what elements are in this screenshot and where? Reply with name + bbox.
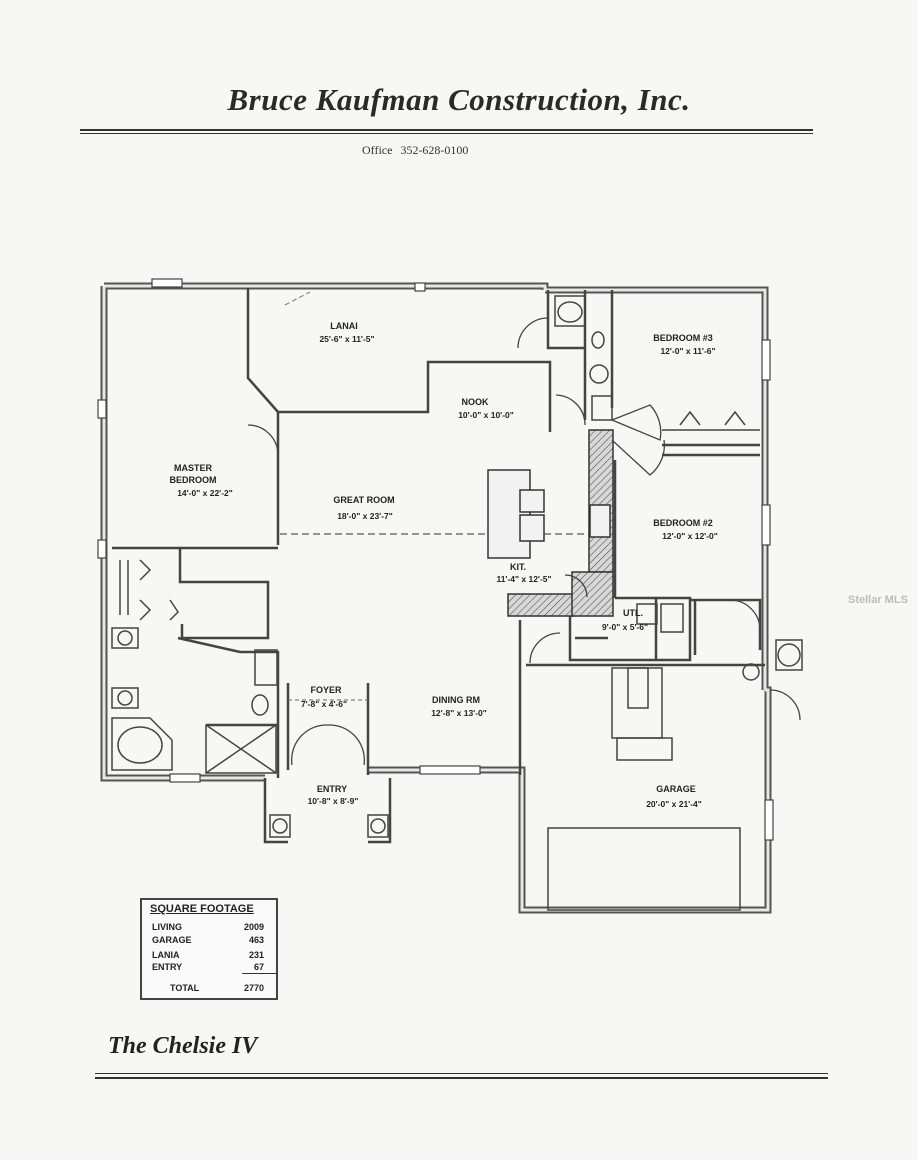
sqft-sum-line xyxy=(242,973,278,974)
dims-garage: 20'-0" x 21'-4" xyxy=(646,799,702,809)
label-bedroom3: BEDROOM #3 xyxy=(653,333,713,343)
sqft-row-total: TOTAL 2770 xyxy=(170,983,264,993)
sqft-row-lania: LANIA 231 xyxy=(152,950,264,960)
header-rule xyxy=(80,129,813,131)
label-nook: NOOK xyxy=(462,397,490,407)
label-entry: ENTRY xyxy=(317,784,347,794)
sqft-value: 463 xyxy=(248,935,264,945)
door-swings xyxy=(247,317,801,766)
dims-bedroom2: 12'-0" x 12'-0" xyxy=(662,531,718,541)
sqft-value: 67 xyxy=(253,962,264,972)
sqft-row-living: LIVING 2009 xyxy=(152,922,264,932)
sqft-total-value: 2770 xyxy=(243,983,264,993)
kitchen-counters xyxy=(507,429,614,617)
kitchen-island xyxy=(487,469,611,559)
company-name: Bruce Kaufman Construction, Inc. xyxy=(227,82,691,117)
dims-kit: 11'-4" x 12'-5" xyxy=(496,574,551,584)
label-kit: KIT. xyxy=(510,562,526,572)
lanai-dash xyxy=(284,291,311,306)
square-footage-table: SQUARE FOOTAGE LIVING 2009 GARAGE 463 LA… xyxy=(140,898,278,1000)
windows xyxy=(97,278,774,841)
square-footage-title: SQUARE FOOTAGE xyxy=(150,903,254,915)
dims-lanai: 25'-6" x 11'-5" xyxy=(319,334,374,344)
label-master-1: MASTER xyxy=(174,463,213,473)
label-bedroom2: BEDROOM #2 xyxy=(653,518,713,528)
footer-rule-thick xyxy=(95,1077,828,1079)
model-name: The Chelsie IV xyxy=(108,1033,258,1059)
sqft-label: ENTRY xyxy=(152,962,183,972)
dims-bedroom3: 12'-0" x 11'-6" xyxy=(660,346,715,356)
dims-nook: 10'-0" x 10'-0" xyxy=(458,410,514,420)
label-dining: DINING RM xyxy=(432,695,480,705)
office-phone: Office 352-628-0100 xyxy=(362,143,468,158)
dims-dining: 12'-8" x 13'-0" xyxy=(431,708,487,718)
sqft-row-entry: ENTRY 67 xyxy=(152,962,264,972)
sqft-total-label: TOTAL xyxy=(170,983,200,993)
room-labels: LANAI 25'-6" x 11'-5" NOOK 10'-0" x 10'-… xyxy=(170,321,718,809)
label-garage: GARAGE xyxy=(656,784,696,794)
sqft-label: LIVING xyxy=(152,922,183,932)
office-label: Office xyxy=(362,143,393,157)
label-utl: UTL. xyxy=(623,608,643,618)
sqft-label: LANIA xyxy=(152,950,180,960)
dims-master: 14'-0" x 22'-2" xyxy=(177,488,233,498)
sqft-row-garage: GARAGE 463 xyxy=(152,935,264,945)
sqft-value: 2009 xyxy=(243,922,264,932)
dims-entry: 10'-8" x 8'-9" xyxy=(308,796,359,806)
label-foyer: FOYER xyxy=(310,685,342,695)
sqft-label: GARAGE xyxy=(152,935,192,945)
interior-walls xyxy=(112,288,765,844)
header-rule-thin xyxy=(80,133,813,134)
label-great-room: GREAT ROOM xyxy=(333,495,394,505)
dims-great-room: 18'-0" x 23'-7" xyxy=(337,511,393,521)
dims-utl: 9'-0" x 5'-6" xyxy=(602,622,648,632)
dims-foyer: 7'-8" x 4'-6" xyxy=(301,699,347,709)
footer-rule xyxy=(95,1073,828,1074)
sqft-value: 231 xyxy=(248,950,264,960)
fixtures xyxy=(111,295,803,911)
label-master-2: BEDROOM xyxy=(170,475,217,485)
exterior-walls-inner xyxy=(102,284,770,912)
office-number: 352-628-0100 xyxy=(400,143,469,157)
watermark: Stellar MLS xyxy=(848,594,908,606)
label-lanai: LANAI xyxy=(330,321,358,331)
